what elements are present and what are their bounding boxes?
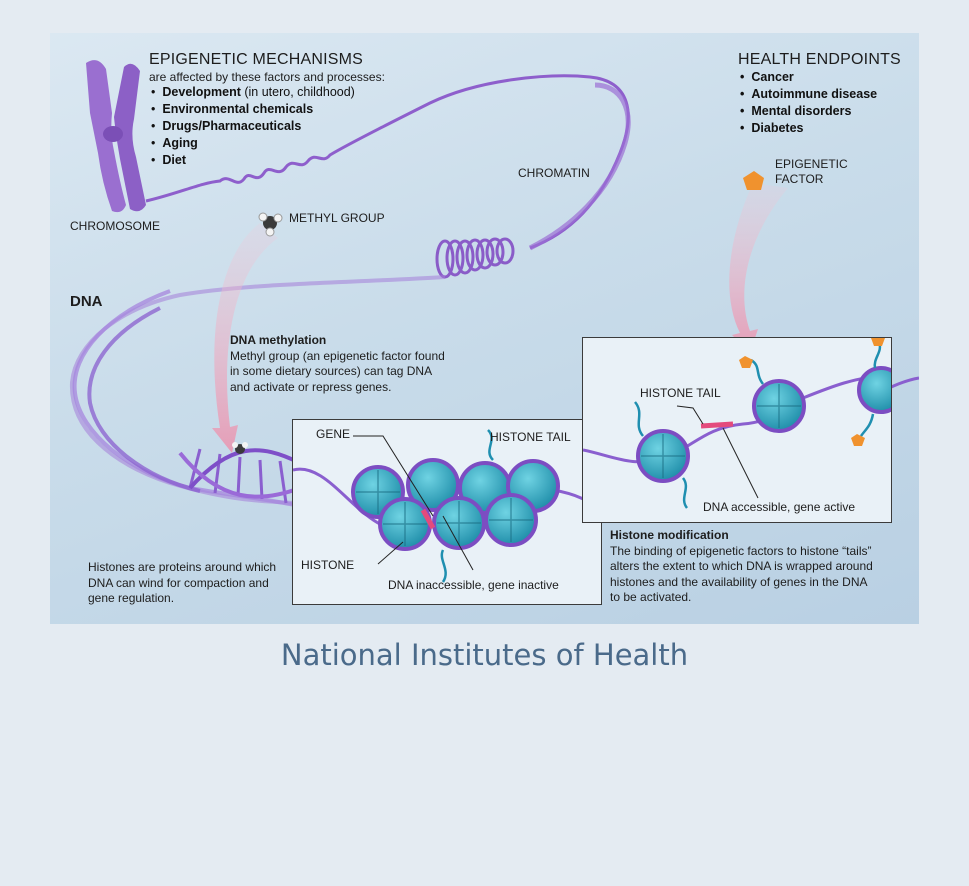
methyl-group-label: METHYL GROUP — [289, 211, 385, 225]
methylation-line: and activate or repress genes. — [230, 379, 392, 394]
compact-chromatin-panel — [292, 419, 602, 605]
histones-note-line: DNA can wind for compaction and — [88, 575, 269, 590]
methylation-line: Methyl group (an epigenetic factor found — [230, 348, 445, 363]
gene-label: GENE — [316, 427, 351, 441]
histone-modification-line: The binding of epigenetic factors to his… — [610, 543, 872, 558]
histone-modification-line: alters the extent to which DNA is wrappe… — [610, 559, 873, 573]
histones-note-line: Histones are proteins around which — [88, 560, 277, 574]
open-chromatin-panel — [582, 337, 892, 523]
endpoint-item-label: Cancer — [751, 70, 794, 84]
endpoints-title: HEALTH ENDPOINTS — [738, 51, 901, 68]
figure-artwork — [69, 60, 919, 507]
endpoint-item-label: Autoimmune disease — [751, 87, 878, 101]
dna-accessible-label: DNA accessible, gene active — [703, 500, 856, 514]
histone-tail-label-right: HISTONE TAIL — [640, 386, 721, 400]
methyl-tag-icon — [232, 442, 248, 454]
epigenetic-factor-icon — [743, 171, 764, 190]
epigenetic-factor-label-2: FACTOR — [775, 172, 824, 186]
histones-note-line: gene regulation. — [88, 591, 175, 605]
mechanisms-subtitle: are affected by these factors and proces… — [149, 70, 385, 84]
chromosome-shape — [86, 60, 146, 213]
dna-inaccessible-label: DNA inaccessible, gene inactive — [388, 578, 559, 592]
endpoint-item: Mental disorders — [740, 103, 877, 120]
mechanism-item-bold: Aging — [162, 136, 198, 150]
dna-label: DNA — [70, 293, 103, 310]
endpoint-item: Autoimmune disease — [740, 86, 877, 103]
mechanism-item: Environmental chemicals — [151, 101, 355, 118]
endpoint-item: Cancer — [740, 69, 877, 86]
endpoint-item-label: Diabetes — [751, 121, 804, 135]
histone-label: HISTONE — [301, 558, 355, 572]
mechanism-item: Aging — [151, 135, 355, 152]
endpoint-item-label: Mental disorders — [751, 104, 852, 118]
chromatin-loop — [528, 82, 631, 251]
open-chromatin-art — [583, 338, 891, 509]
methyl-group-icon — [258, 212, 283, 237]
histone-modification-title: Histone modification — [610, 528, 729, 542]
histone-tail-label-left: HISTONE TAIL — [490, 430, 571, 444]
chromatin-coil — [435, 237, 515, 279]
mechanisms-list: Development (in utero, childhood)Environ… — [151, 84, 355, 169]
mechanism-item-detail: (in utero, childhood) — [240, 85, 355, 99]
endpoints-list: CancerAutoimmune diseaseMental disorders… — [740, 69, 877, 137]
epigenetic-factor-label-1: EPIGENETIC — [775, 157, 848, 171]
epigenetics-figure: EPIGENETIC MECHANISMS are affected by th… — [50, 33, 919, 624]
mechanism-item: Drugs/Pharmaceuticals — [151, 118, 355, 135]
mechanism-item-bold: Development — [162, 85, 241, 99]
chromosome-label: CHROMOSOME — [70, 219, 160, 233]
mechanism-item-bold: Environmental chemicals — [162, 102, 314, 116]
factor-arrow — [729, 183, 788, 353]
methylation-line: in some dietary sources) can tag DNA — [230, 364, 433, 378]
figure-caption: National Institutes of Health — [280, 638, 689, 672]
histone-modification-text: Histone modification The binding of epig… — [610, 528, 873, 606]
methyl-arrow — [212, 223, 278, 453]
compact-chromatin-art — [293, 429, 601, 583]
mechanism-item-bold: Diet — [162, 153, 187, 167]
methylation-title: DNA methylation — [230, 333, 327, 347]
histone-modification-line: to be activated. — [610, 590, 692, 604]
mechanisms-title: EPIGENETIC MECHANISMS — [149, 51, 364, 68]
mechanism-item: Development (in utero, childhood) — [151, 84, 355, 101]
endpoint-item: Diabetes — [740, 120, 877, 137]
methylation-text: DNA methylation Methyl group (an epigene… — [230, 333, 445, 395]
mechanism-item-bold: Drugs/Pharmaceuticals — [162, 119, 302, 133]
mechanism-item: Diet — [151, 152, 355, 169]
histones-note: Histones are proteins around which DNA c… — [88, 560, 276, 607]
histone-modification-line: histones and the availability of genes i… — [610, 574, 868, 589]
chromatin-label: CHROMATIN — [518, 166, 590, 180]
